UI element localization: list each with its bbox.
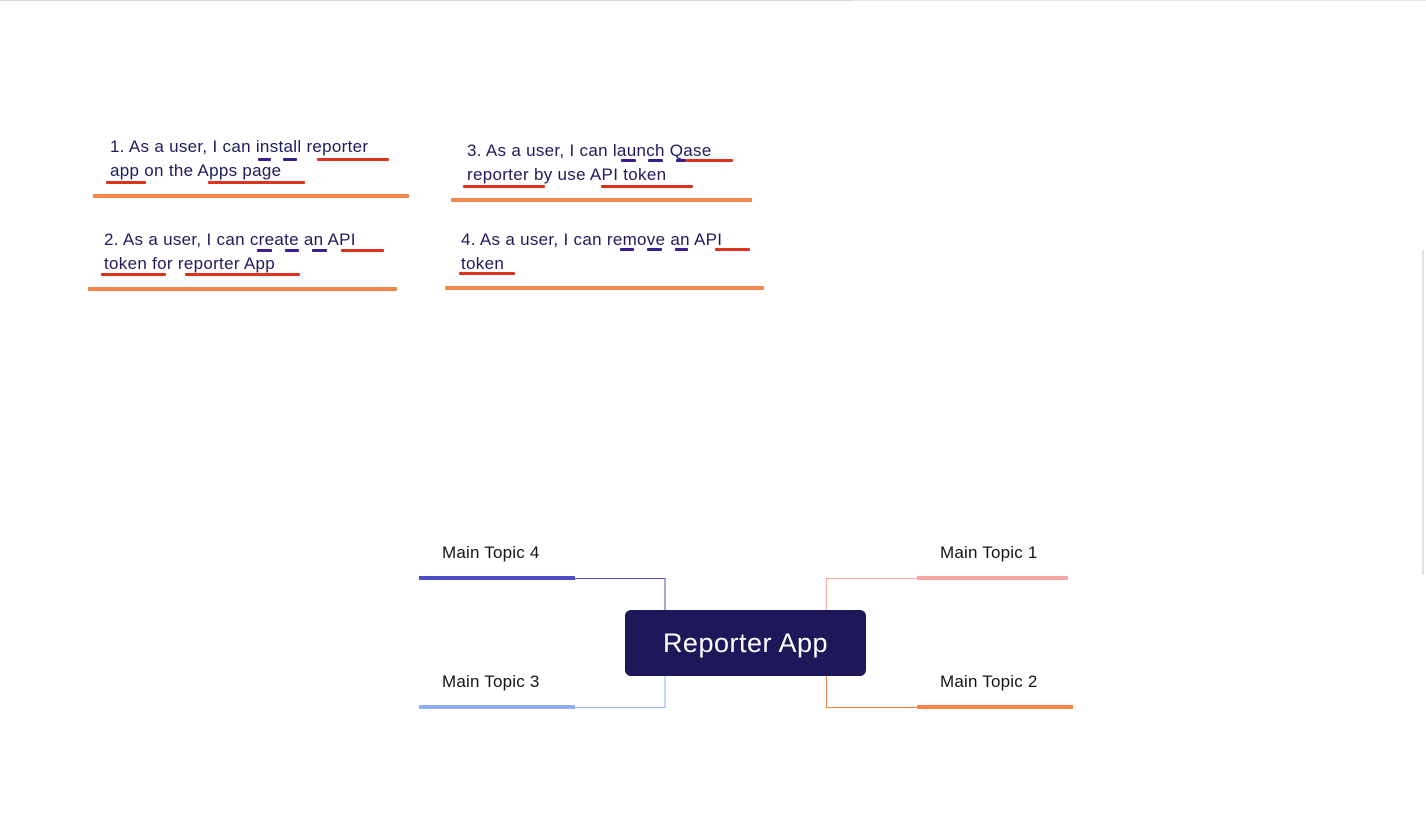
user-story-2-line-1: 2. As a user, I can create an API	[104, 230, 356, 249]
connector-main-topic-4	[575, 578, 666, 611]
main-topic-3[interactable]: Main Topic 3	[442, 672, 540, 691]
grammar-mark	[647, 248, 662, 251]
connector-main-topic-1	[826, 578, 917, 611]
user-story-1-line-2: app on the Apps page	[110, 161, 282, 180]
connector-main-topic-2	[826, 675, 917, 708]
user-story-3-line-1: 3. As a user, I can launch Qase	[467, 141, 712, 160]
grammar-mark	[621, 159, 636, 162]
main-topic-2-bar	[917, 705, 1073, 709]
grammar-mark	[675, 248, 688, 251]
user-story-3-line-2: reporter by use API token	[467, 165, 667, 184]
spelling-mark	[686, 159, 733, 162]
grammar-mark	[285, 249, 299, 252]
central-topic[interactable]: Reporter App	[625, 610, 866, 676]
main-topic-2[interactable]: Main Topic 2	[940, 672, 1038, 691]
user-story-2-line-2: token for reporter App	[104, 254, 276, 273]
user-story-2[interactable]: 2. As a user, I can create an API token …	[104, 228, 356, 276]
spelling-mark	[463, 185, 545, 188]
grammar-mark	[283, 158, 297, 161]
main-topic-1-bar	[917, 576, 1068, 580]
spelling-mark	[208, 181, 305, 184]
spelling-mark	[459, 272, 515, 275]
spelling-mark	[185, 273, 300, 276]
main-topic-3-bar	[419, 705, 575, 709]
vertical-scrollbar[interactable]	[1422, 250, 1424, 575]
main-topic-1[interactable]: Main Topic 1	[940, 543, 1038, 562]
grammar-mark	[676, 159, 686, 162]
grammar-mark	[620, 248, 634, 251]
spelling-mark	[101, 273, 166, 276]
main-topic-4-bar	[419, 576, 575, 580]
user-story-4[interactable]: 4. As a user, I can remove an API token	[461, 228, 722, 276]
user-story-4-line-2: token	[461, 254, 505, 273]
user-story-4-line-1: 4. As a user, I can remove an API	[461, 230, 723, 249]
user-story-3[interactable]: 3. As a user, I can launch Qase reporter…	[467, 139, 712, 187]
user-story-2-underline	[88, 287, 397, 291]
central-topic-label: Reporter App	[662, 627, 829, 658]
canvas-top-border-right	[852, 0, 1426, 1]
user-story-4-underline	[445, 286, 764, 290]
canvas-top-border	[0, 0, 852, 1]
grammar-mark	[312, 249, 327, 252]
spelling-mark	[317, 158, 389, 161]
user-story-1[interactable]: 1. As a user, I can install reporter app…	[110, 135, 368, 183]
user-story-3-underline	[451, 198, 752, 202]
spelling-mark	[601, 185, 693, 188]
grammar-mark	[257, 249, 272, 252]
spelling-mark	[715, 248, 750, 251]
connector-main-topic-3	[575, 675, 666, 708]
grammar-mark	[648, 159, 663, 162]
user-story-1-underline	[93, 194, 409, 198]
grammar-mark	[258, 158, 271, 161]
spelling-mark	[106, 181, 146, 184]
main-topic-4[interactable]: Main Topic 4	[442, 543, 540, 562]
user-story-1-line-1: 1. As a user, I can install reporter	[110, 137, 369, 156]
spelling-mark	[341, 249, 384, 252]
